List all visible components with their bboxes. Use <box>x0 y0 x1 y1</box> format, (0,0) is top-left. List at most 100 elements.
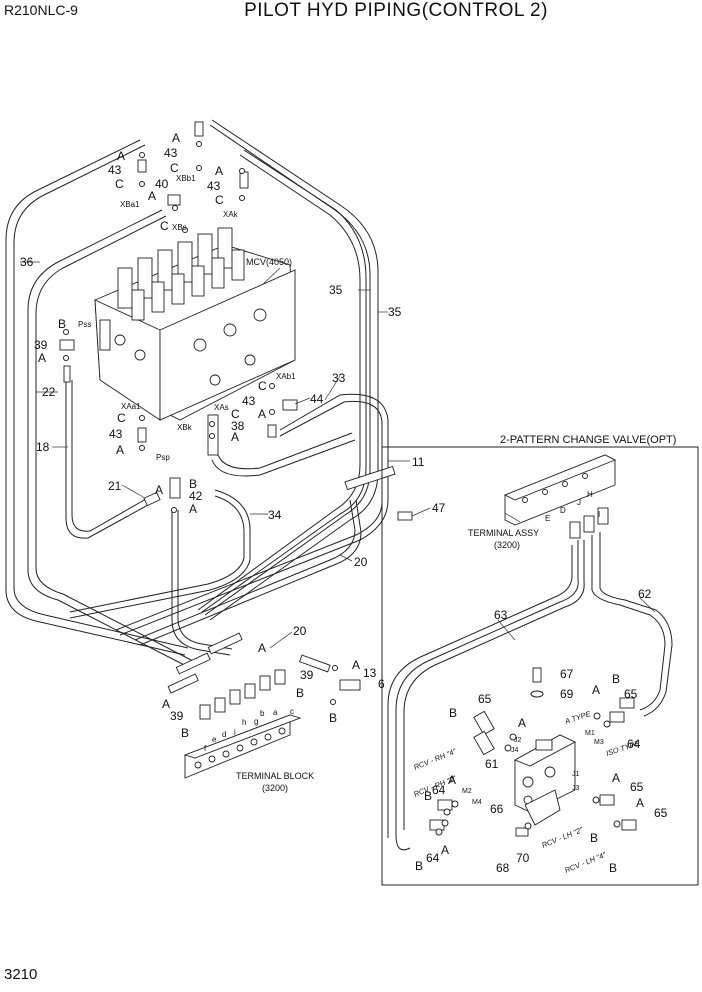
callout-64: 64 <box>432 783 446 797</box>
model-number: R210NLC-9 <box>4 2 78 18</box>
tb-port-i: i <box>234 728 236 737</box>
port-i: I <box>598 510 600 519</box>
hose-35-upper-b <box>209 119 379 621</box>
hose-22 <box>27 209 191 669</box>
callout-a: A <box>172 131 180 145</box>
callout-39: 39 <box>34 338 48 352</box>
callout-66: 66 <box>490 802 504 816</box>
callout-c: C <box>170 161 179 175</box>
hose-18 <box>65 380 149 539</box>
callout-62: 62 <box>638 587 652 601</box>
tb-port-b: b <box>260 709 265 718</box>
bracket-66 <box>524 789 561 826</box>
rcv-lh2: RCV - LH "2" <box>540 825 584 850</box>
callout-69: 69 <box>560 687 574 701</box>
hose-36-inner <box>13 144 189 649</box>
page-number: 3210 <box>4 966 38 983</box>
callout-a: A <box>441 843 449 857</box>
rcv-rh4: RCV - RH "4" <box>412 747 457 772</box>
terminal-block-ports <box>194 727 286 769</box>
callout-a: A <box>448 773 456 787</box>
hose-22-inner <box>35 215 194 662</box>
hose-20-b <box>139 499 362 646</box>
port-m3: M3 <box>594 739 604 746</box>
callout-c: C <box>160 219 169 233</box>
hose-34 <box>69 489 251 619</box>
callout-43: 43 <box>108 163 122 177</box>
mcv-valve-body <box>94 227 296 421</box>
hose-20 <box>134 499 356 641</box>
callout-67: 67 <box>560 667 574 681</box>
callout-63: 63 <box>494 608 508 622</box>
callout-65: 65 <box>654 806 668 820</box>
callout-b: B <box>590 831 598 845</box>
callout-39: 39 <box>170 709 184 723</box>
port-j1: J1 <box>572 771 580 778</box>
callout-b: B <box>415 859 423 873</box>
callout-40: 40 <box>155 177 169 191</box>
callout-21: 21 <box>108 479 122 493</box>
page-title-text: PILOT HYD PIPING(CONTROL 2) <box>244 0 548 21</box>
callout-18: 18 <box>36 440 50 454</box>
callout-64: 64 <box>426 851 440 865</box>
port-m1: M1 <box>585 730 595 737</box>
callout-a: A <box>189 502 197 516</box>
callout-a: A <box>148 189 156 203</box>
callout-6: 6 <box>378 677 385 691</box>
callout-22: 22 <box>42 385 56 399</box>
port-a-type: A TYPE <box>563 709 593 726</box>
tb-port-f: f <box>204 744 207 753</box>
port-xak: XAk <box>223 210 239 219</box>
callout-20: 20 <box>354 555 368 569</box>
tb-port-e: e <box>212 735 217 744</box>
fittings <box>59 121 413 705</box>
hose-35-upper <box>204 124 371 616</box>
pattern-change-valve <box>429 667 637 837</box>
callout-68: 68 <box>496 861 510 875</box>
callout-20: 20 <box>293 624 307 638</box>
port-xaa1: XAa1 <box>121 402 141 411</box>
callout-61: 61 <box>485 757 499 771</box>
callout-c: C <box>258 379 267 393</box>
port-xba1: XBa1 <box>120 200 140 209</box>
callout-b: B <box>449 706 457 720</box>
callout-b: B <box>58 317 66 331</box>
tb-port-d: d <box>222 730 226 739</box>
callouts: A 43 C A 43 C A 43 C 40 A C 36 B 39 A 22… <box>20 131 668 875</box>
callout-c: C <box>231 407 240 421</box>
terminal-block-code: (3200) <box>262 783 288 793</box>
page-title: PILOT HYD PIPING(CONTROL 2) <box>0 0 702 22</box>
hose-42-down <box>171 510 231 656</box>
terminal-assy-code: (3200) <box>494 540 520 550</box>
callout-a: A <box>612 771 620 785</box>
callout-65: 65 <box>624 687 638 701</box>
callout-b: B <box>296 686 304 700</box>
callout-b: B <box>424 789 432 803</box>
callout-65: 65 <box>478 692 492 706</box>
port-psp: Psp <box>156 453 170 462</box>
leader-lines <box>20 261 656 649</box>
callout-38: 38 <box>231 419 245 433</box>
port-xab1: XAb1 <box>276 372 296 381</box>
hose-34-b <box>69 495 245 613</box>
callout-39: 39 <box>300 668 314 682</box>
mcv-label: MCV(4050) <box>246 257 292 267</box>
terminal-block-fittings <box>167 632 331 720</box>
callout-b: B <box>329 711 337 725</box>
option-box-frame <box>381 446 699 886</box>
callout-a: A <box>162 697 170 711</box>
callout-a: A <box>258 407 266 421</box>
callout-64: 64 <box>627 737 641 751</box>
callout-65: 65 <box>630 780 644 794</box>
port-j2: J2 <box>514 737 522 744</box>
callout-35: 35 <box>388 305 402 319</box>
hose-42-down-b <box>177 510 233 650</box>
callout-a: A <box>155 483 163 497</box>
callout-34: 34 <box>268 508 282 522</box>
port-h: H <box>587 490 593 499</box>
callout-a: A <box>231 430 239 444</box>
tb-port-c: c <box>290 707 294 716</box>
callout-70: 70 <box>516 851 530 865</box>
callout-13: 13 <box>363 666 377 680</box>
